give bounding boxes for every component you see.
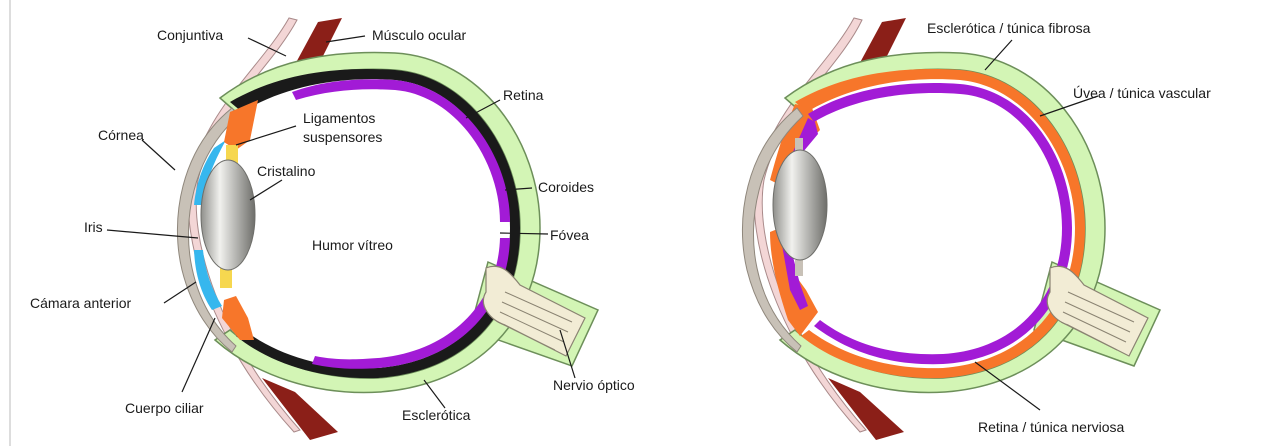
label-humor-vitreo: Humor vítreo bbox=[312, 237, 393, 253]
retina-right-shape bbox=[808, 83, 1072, 364]
label-ligamentos-2: suspensores bbox=[303, 129, 382, 145]
sclera-shape bbox=[215, 53, 540, 393]
lens-shape bbox=[201, 160, 255, 270]
label-coroides: Coroides bbox=[538, 179, 594, 195]
label-retina-tunica-nerviosa: Retina / túnica nerviosa bbox=[978, 419, 1125, 435]
label-retina: Retina bbox=[503, 87, 544, 103]
lens-right-shape bbox=[773, 150, 827, 260]
label-esclerotica-tunica-fibrosa: Esclerótica / túnica fibrosa bbox=[927, 20, 1091, 36]
lens-stalk-lower-shape bbox=[795, 260, 803, 276]
label-musculo-ocular: Músculo ocular bbox=[372, 27, 466, 43]
label-ligamentos-1: Ligamentos bbox=[303, 110, 375, 126]
label-cuerpo-ciliar: Cuerpo ciliar bbox=[125, 400, 204, 416]
label-conjuntiva: Conjuntiva bbox=[157, 27, 223, 43]
label-camara-anterior: Cámara anterior bbox=[30, 295, 131, 311]
label-iris: Iris bbox=[84, 219, 103, 235]
label-cornea: Córnea bbox=[98, 127, 144, 143]
right-eye bbox=[742, 18, 1160, 440]
ligament-lower-shape bbox=[220, 268, 232, 288]
label-cristalino: Cristalino bbox=[257, 163, 316, 179]
label-uvea-tunica-vascular: Úvea / túnica vascular bbox=[1073, 85, 1211, 101]
label-esclerotica: Esclerótica bbox=[402, 407, 471, 423]
left-eye bbox=[177, 18, 598, 440]
label-fovea: Fóvea bbox=[550, 227, 589, 243]
label-nervio-optico: Nervio óptico bbox=[553, 377, 635, 393]
